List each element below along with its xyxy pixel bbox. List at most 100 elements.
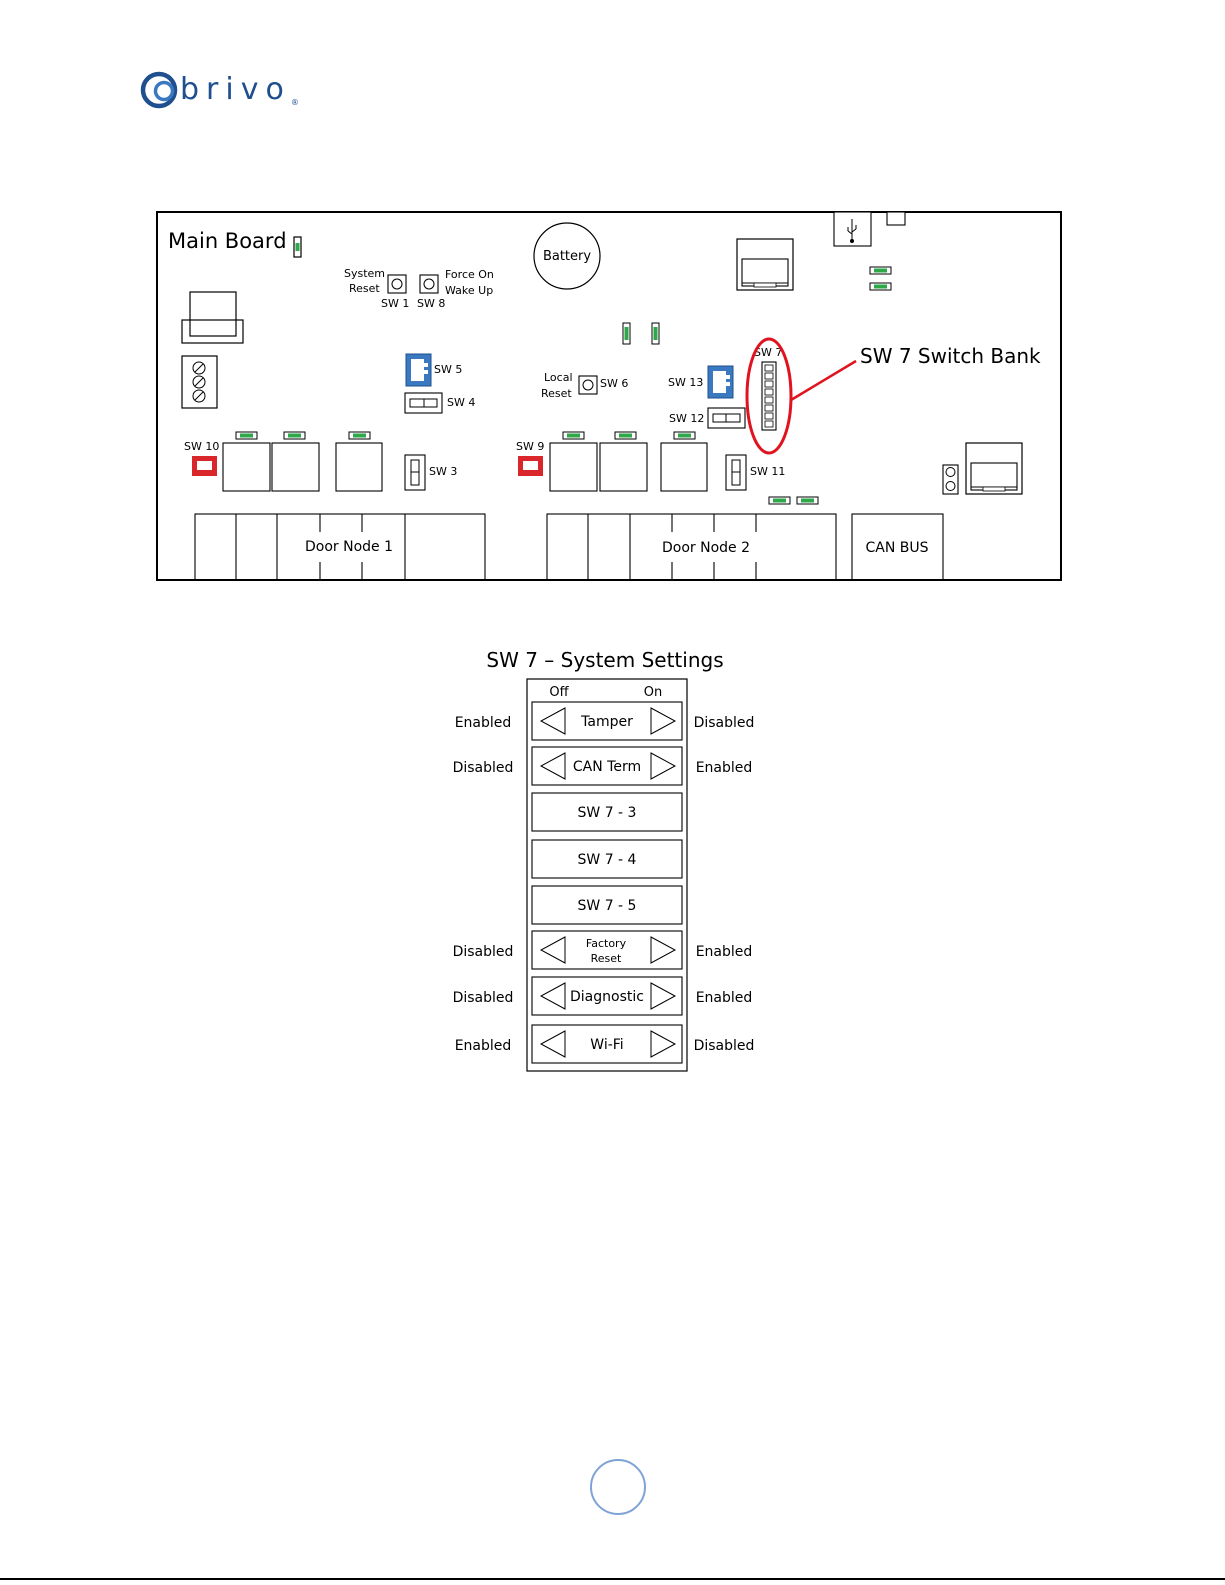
on-arrow-icon xyxy=(650,707,677,735)
on-arrow-icon xyxy=(650,752,677,780)
brivo-logo-icon xyxy=(140,71,178,109)
battery xyxy=(533,222,601,290)
sw12-name: SW 12 xyxy=(669,412,704,425)
setting-name: Tamper xyxy=(580,714,633,730)
setting-name: SW 7 - 5 xyxy=(578,898,637,914)
sw1-label-1: System xyxy=(344,267,385,280)
sw1-label-2: Reset xyxy=(349,282,380,295)
sw8-name: SW 8 xyxy=(417,297,445,310)
setting-on-value: Disabled xyxy=(694,1038,755,1054)
door-node-2-label: Door Node 2 xyxy=(662,540,750,556)
sw7-name: SW 7 xyxy=(754,346,782,359)
page-number-circle xyxy=(590,1459,646,1515)
on-arrow-icon xyxy=(650,1030,677,1058)
setting-off-value: Enabled xyxy=(455,1038,512,1054)
sw3-name: SW 3 xyxy=(429,465,457,478)
setting-off-value: Disabled xyxy=(453,990,514,1006)
board-title: Main Board xyxy=(168,229,287,253)
sw8-label-1: Force On xyxy=(445,268,494,281)
sw7-callout-line xyxy=(790,359,857,402)
setting-off-value: Disabled xyxy=(453,944,514,960)
sw6-button xyxy=(578,375,598,395)
sw1-button xyxy=(387,274,407,294)
usb-icon xyxy=(847,219,857,243)
setting-name: SW 7 - 4 xyxy=(578,852,637,868)
can-bus-label: CAN BUS xyxy=(865,540,928,556)
sw7-switch-bank xyxy=(761,361,777,431)
setting-name: CAN Term xyxy=(573,759,641,775)
setting-row: SW 7 - 5 xyxy=(531,885,683,925)
brand-text: brivo xyxy=(180,72,291,107)
door-node-2-terminal xyxy=(546,513,837,581)
sw10-name: SW 10 xyxy=(184,440,219,453)
small-connector xyxy=(886,211,906,226)
sw7-callout-label: SW 7 Switch Bank xyxy=(860,344,1041,368)
leds-left xyxy=(235,431,371,440)
footer-rule xyxy=(0,1578,1225,1580)
battery-label: Battery xyxy=(543,249,591,264)
on-arrow-icon xyxy=(650,982,677,1010)
board-outline xyxy=(156,211,1062,581)
off-arrow-icon xyxy=(539,982,566,1010)
settings-title: SW 7 – System Settings xyxy=(486,648,723,672)
on-header: On xyxy=(644,685,662,700)
left-connector-base xyxy=(181,319,244,344)
sw6-label-1: Local xyxy=(544,371,573,384)
main-board-diagram: Main Board System Reset SW 1 SW 8 Force … xyxy=(156,211,1062,581)
leds-top-right xyxy=(869,266,892,291)
brand-name: brivo® xyxy=(180,72,299,107)
sw8-label-2: Wake Up xyxy=(445,284,493,297)
setting-name: Wi-Fi xyxy=(590,1037,623,1053)
setting-name: SW 7 - 3 xyxy=(578,805,637,821)
setting-on-value: Enabled xyxy=(696,990,753,1006)
setting-off-value: Disabled xyxy=(453,760,514,776)
leds-bottom xyxy=(768,496,819,505)
sw6-name: SW 6 xyxy=(600,377,628,390)
setting-row-box xyxy=(531,792,683,832)
off-arrow-icon xyxy=(539,1030,566,1058)
sw5-name: SW 5 xyxy=(434,363,462,376)
sw6-label-2: Reset xyxy=(541,387,572,400)
setting-row: Tamper Enabled Disabled xyxy=(455,701,755,741)
setting-row: SW 7 - 4 xyxy=(531,839,683,879)
sw7-callout-circle xyxy=(745,337,793,455)
leds-middle xyxy=(562,431,696,440)
setting-row-box xyxy=(531,839,683,879)
setting-row: Diagnostic Disabled Enabled xyxy=(453,976,753,1016)
relays-right xyxy=(549,442,708,492)
setting-row-box xyxy=(531,885,683,925)
sw4-name: SW 4 xyxy=(447,396,475,409)
terminal-screws xyxy=(192,361,206,403)
door-node-1-terminal xyxy=(194,513,486,581)
brivo-logo xyxy=(140,70,310,112)
setting-row: SW 7 - 3 xyxy=(531,792,683,832)
ethernet-port-right xyxy=(965,442,1023,495)
setting-name: Factory xyxy=(586,937,627,950)
on-arrow-icon xyxy=(650,936,677,964)
relays-left xyxy=(222,442,383,492)
sw7-settings-diagram: SW 7 – System Settings Off On TamperEnab… xyxy=(453,648,755,1072)
sw11-name: SW 11 xyxy=(750,465,785,478)
leds-center xyxy=(622,322,660,345)
can-bus-terminal xyxy=(851,513,944,581)
jumper xyxy=(942,464,959,495)
setting-on-value: Disabled xyxy=(694,715,755,731)
off-arrow-icon xyxy=(539,707,566,735)
registered-mark: ® xyxy=(290,98,299,107)
sw1-name: SW 1 xyxy=(381,297,409,310)
off-arrow-icon xyxy=(539,752,566,780)
setting-name-line2: Reset xyxy=(591,952,622,965)
sw7-toggles xyxy=(764,364,774,428)
off-arrow-icon xyxy=(539,936,566,964)
left-connector-top xyxy=(189,291,237,337)
sw9-name: SW 9 xyxy=(516,440,544,453)
ethernet-port-top xyxy=(736,238,794,291)
setting-row: Wi-Fi Enabled Disabled xyxy=(455,1024,755,1064)
led-title-fill xyxy=(295,243,300,251)
off-header: Off xyxy=(549,685,569,700)
sw13-name: SW 13 xyxy=(668,376,703,389)
setting-name: Diagnostic xyxy=(570,989,644,1005)
setting-off-value: Enabled xyxy=(455,715,512,731)
